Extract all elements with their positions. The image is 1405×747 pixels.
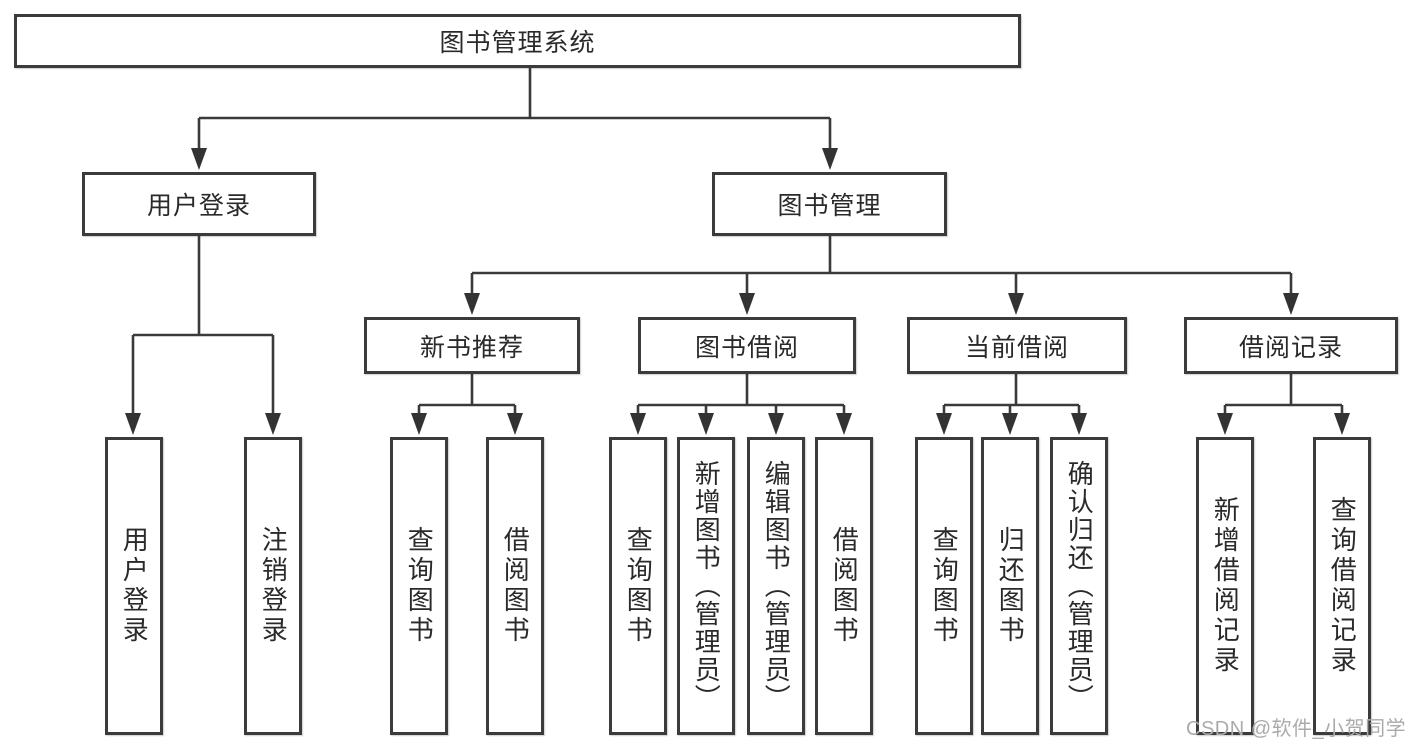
leaf-add-borrow-record: 新增借阅记录 — [1196, 437, 1254, 735]
leaf-return-books: 归还图书 — [981, 437, 1039, 735]
leaf-user-login: 用户登录 — [105, 437, 163, 735]
leaf-logout: 注销登录 — [244, 437, 302, 735]
node-root: 图书管理系统 — [14, 14, 1021, 68]
leaf-query-books-current-label: 查询图书 — [929, 526, 960, 646]
leaf-add-books-admin: 新增图书（管理员） — [677, 437, 735, 735]
leaf-borrow-books-borrowing-label: 借阅图书 — [829, 526, 860, 646]
node-book-borrowing-label: 图书借阅 — [694, 333, 799, 362]
leaf-borrow-books-borrowing: 借阅图书 — [815, 437, 873, 735]
connector-edges — [133, 68, 1342, 407]
node-borrowing-records-label: 借阅记录 — [1238, 333, 1343, 362]
leaf-borrow-books-recommend-label: 借阅图书 — [500, 526, 531, 646]
leaf-confirm-return-admin: 确认归还（管理员） — [1050, 437, 1108, 735]
leaf-query-books-borrowing: 查询图书 — [609, 437, 667, 735]
connector-arrows — [125, 118, 1350, 435]
node-borrowing-records: 借阅记录 — [1184, 317, 1398, 374]
leaf-borrow-books-recommend: 借阅图书 — [486, 437, 544, 735]
csdn-watermark: CSDN @软件_小贺同学 — [1186, 718, 1405, 740]
leaf-add-books-admin-label: 新增图书（管理员） — [691, 460, 722, 712]
node-user-login: 用户登录 — [82, 172, 316, 236]
leaf-query-books-recommend: 查询图书 — [390, 437, 448, 735]
node-new-book-recommend-label: 新书推荐 — [419, 333, 524, 362]
leaf-logout-label: 注销登录 — [258, 526, 289, 646]
leaf-edit-books-admin: 编辑图书（管理员） — [747, 437, 805, 735]
leaf-confirm-return-admin-label: 确认归还（管理员） — [1064, 460, 1095, 712]
leaf-query-books-recommend-label: 查询图书 — [404, 526, 435, 646]
node-book-management: 图书管理 — [712, 172, 947, 236]
node-current-borrowing: 当前借阅 — [907, 317, 1127, 374]
leaf-query-books-current: 查询图书 — [915, 437, 973, 735]
leaf-query-books-borrowing-label: 查询图书 — [623, 526, 654, 646]
node-user-login-label: 用户登录 — [146, 192, 251, 220]
leaf-user-login-label: 用户登录 — [119, 526, 150, 646]
node-current-borrowing-label: 当前借阅 — [964, 333, 1069, 362]
leaf-query-borrow-record-label: 查询借阅记录 — [1327, 496, 1358, 676]
node-book-borrowing: 图书借阅 — [638, 317, 856, 374]
node-new-book-recommend: 新书推荐 — [364, 317, 580, 374]
leaf-query-borrow-record: 查询借阅记录 — [1313, 437, 1371, 735]
node-book-management-label: 图书管理 — [777, 192, 882, 220]
leaf-edit-books-admin-label: 编辑图书（管理员） — [761, 460, 792, 712]
leaf-return-books-label: 归还图书 — [995, 526, 1026, 646]
node-root-label: 图书管理系统 — [439, 29, 596, 57]
leaf-add-borrow-record-label: 新增借阅记录 — [1210, 496, 1241, 676]
